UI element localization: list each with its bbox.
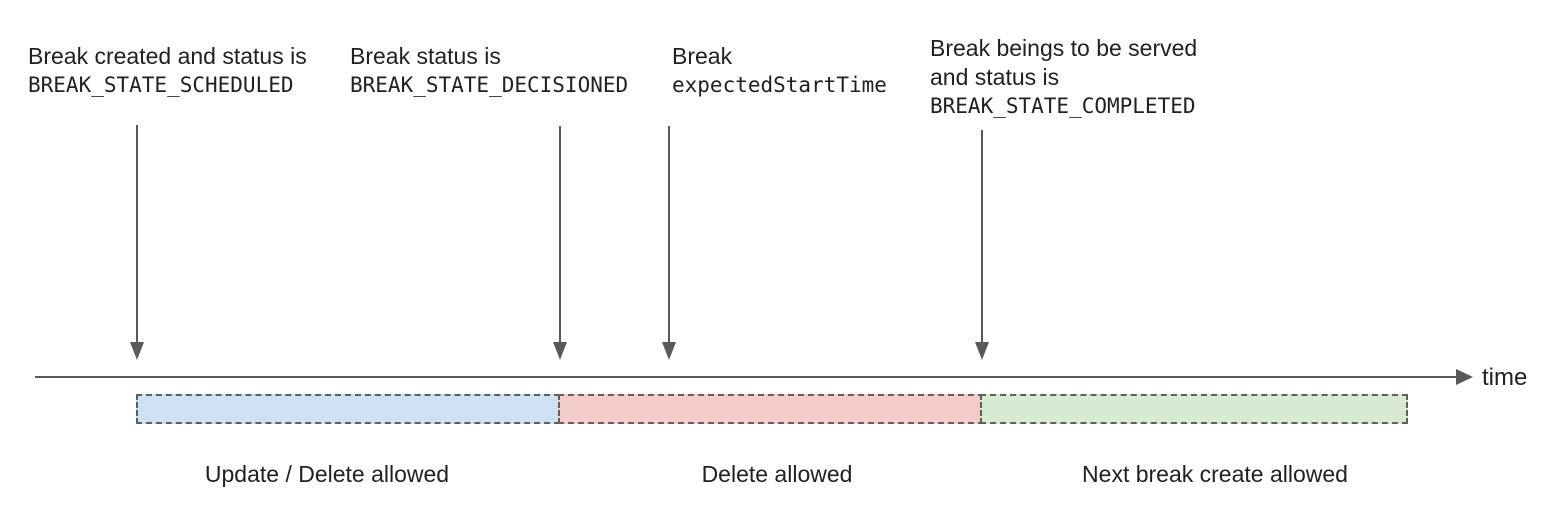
annotation-arrow-3 <box>662 126 676 360</box>
arrow-shaft <box>136 125 138 344</box>
arrow-down-icon <box>662 342 676 360</box>
annotation-expected-code: expectedStartTime <box>672 73 887 97</box>
time-axis-label: time <box>1482 364 1528 391</box>
annotation-arrow-4 <box>975 130 989 360</box>
segment-update-delete <box>136 394 560 424</box>
arrow-down-icon <box>553 342 567 360</box>
annotation-completed-line1: Break beings to be served <box>930 35 1198 61</box>
annotation-expected-start-time: Break expectedStartTime <box>672 42 887 100</box>
arrow-down-icon <box>975 342 989 360</box>
timeline-axis <box>35 376 1458 378</box>
annotation-expected-line1: Break <box>672 43 733 69</box>
annotation-arrow-2 <box>553 126 567 360</box>
segment-next-create <box>980 394 1408 424</box>
arrow-shaft <box>668 126 670 344</box>
arrow-shaft <box>559 126 561 344</box>
annotation-scheduled-line1: Break created and status is <box>28 43 307 69</box>
segment-label-next-create: Next break create allowed <box>1082 461 1348 487</box>
segment-label-delete-only: Delete allowed <box>701 461 853 487</box>
annotation-scheduled: Break created and status is BREAK_STATE_… <box>28 42 307 100</box>
annotation-scheduled-code: BREAK_STATE_SCHEDULED <box>28 73 294 97</box>
annotation-arrow-1 <box>130 125 144 360</box>
annotation-decisioned-code: BREAK_STATE_DECISIONED <box>350 73 629 97</box>
segment-label-update-delete: Update / Delete allowed <box>204 461 450 487</box>
arrow-down-icon <box>130 342 144 360</box>
annotation-completed: Break beings to be served and status is … <box>930 34 1197 121</box>
annotation-decisioned-line1: Break status is <box>350 43 501 69</box>
arrow-shaft <box>981 130 983 344</box>
annotation-completed-code: BREAK_STATE_COMPLETED <box>930 94 1196 118</box>
annotation-decisioned: Break status is BREAK_STATE_DECISIONED <box>350 42 628 100</box>
annotation-completed-line2: and status is <box>930 64 1060 90</box>
segment-delete-only <box>558 394 984 424</box>
arrow-right-icon <box>1456 369 1473 385</box>
